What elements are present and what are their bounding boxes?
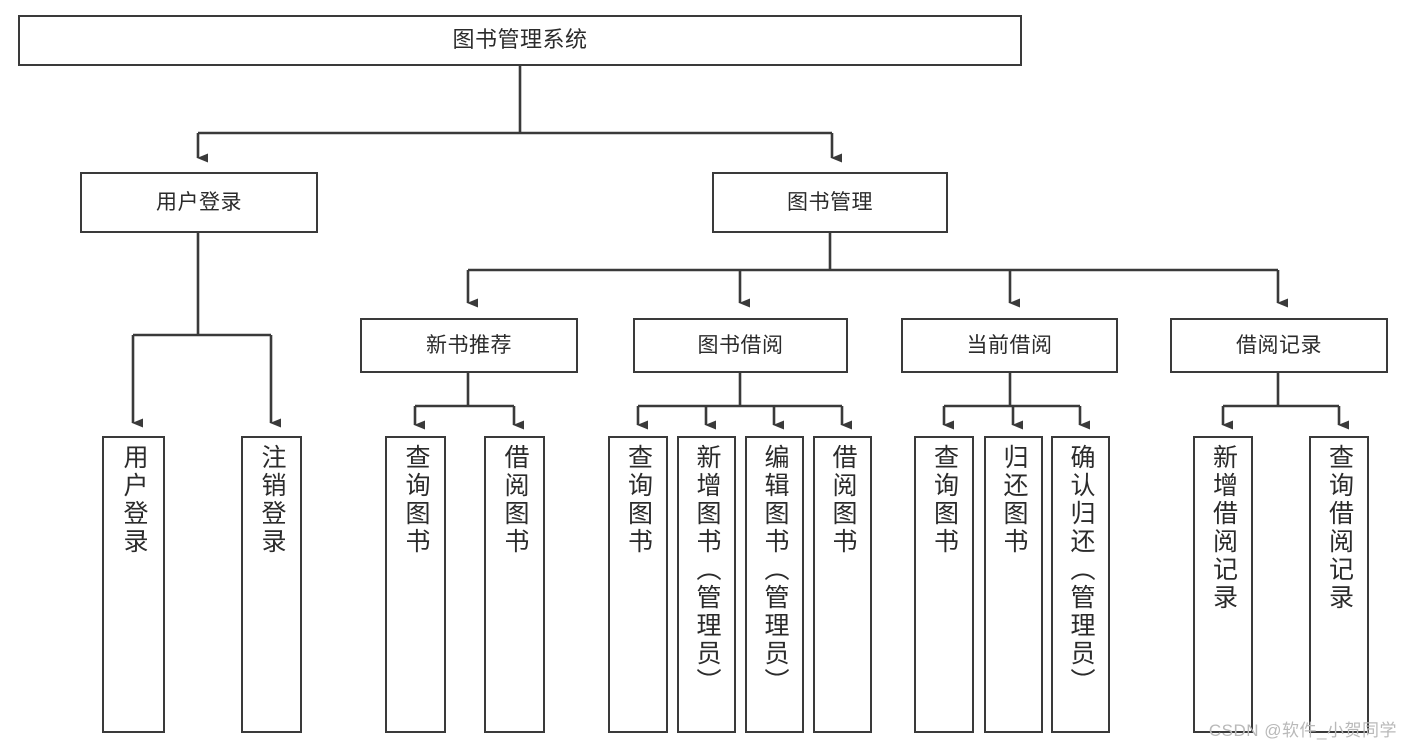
node-label: 查询图书 bbox=[624, 444, 653, 556]
node-label: 当前借阅 bbox=[966, 333, 1053, 357]
leaf-user-login[interactable]: 用户登录 bbox=[102, 436, 165, 733]
leaf-add-book[interactable]: 新增图书（管理员） bbox=[677, 436, 736, 733]
node-user-login[interactable]: 用户登录 bbox=[80, 172, 318, 233]
node-label: 新增图书（管理员） bbox=[693, 444, 721, 696]
node-label: 编辑图书（管理员） bbox=[761, 444, 789, 696]
node-label: 借阅图书 bbox=[501, 444, 529, 556]
node-label: 借阅图书 bbox=[829, 444, 857, 556]
node-book-borrow[interactable]: 图书借阅 bbox=[633, 318, 848, 373]
leaf-query-book-2[interactable]: 查询图书 bbox=[608, 436, 668, 733]
node-label: 查询借阅记录 bbox=[1325, 444, 1354, 612]
node-label: 新增借阅记录 bbox=[1209, 444, 1238, 612]
leaf-confirm-return[interactable]: 确认归还（管理员） bbox=[1051, 436, 1110, 733]
node-label: 用户登录 bbox=[120, 444, 148, 556]
leaf-return-book[interactable]: 归还图书 bbox=[984, 436, 1043, 733]
node-label: 用户登录 bbox=[156, 190, 242, 214]
node-root-system[interactable]: 图书管理系统 bbox=[18, 15, 1022, 66]
node-label: 新书推荐 bbox=[426, 333, 512, 357]
node-label: 图书管理 bbox=[787, 190, 873, 214]
node-label: 查询图书 bbox=[930, 444, 959, 556]
node-label: 查询图书 bbox=[402, 444, 430, 556]
leaf-query-record[interactable]: 查询借阅记录 bbox=[1309, 436, 1369, 733]
watermark-text: CSDN @软件_小贺同学 bbox=[1208, 721, 1397, 740]
leaf-user-logout[interactable]: 注销登录 bbox=[241, 436, 302, 733]
node-label: 图书管理系统 bbox=[452, 27, 588, 53]
node-current-borrow[interactable]: 当前借阅 bbox=[901, 318, 1118, 373]
node-label: 图书借阅 bbox=[697, 333, 784, 357]
node-borrow-record[interactable]: 借阅记录 bbox=[1170, 318, 1388, 373]
node-label: 归还图书 bbox=[1000, 444, 1028, 556]
leaf-add-record[interactable]: 新增借阅记录 bbox=[1193, 436, 1253, 733]
leaf-borrow-book-1[interactable]: 借阅图书 bbox=[484, 436, 545, 733]
leaf-edit-book[interactable]: 编辑图书（管理员） bbox=[745, 436, 804, 733]
node-label: 注销登录 bbox=[258, 444, 286, 556]
node-new-book-recommend[interactable]: 新书推荐 bbox=[360, 318, 578, 373]
leaf-query-book-3[interactable]: 查询图书 bbox=[914, 436, 974, 733]
leaf-borrow-book-2[interactable]: 借阅图书 bbox=[813, 436, 872, 733]
node-label: 借阅记录 bbox=[1236, 333, 1322, 357]
node-book-manage[interactable]: 图书管理 bbox=[712, 172, 948, 233]
leaf-query-book-1[interactable]: 查询图书 bbox=[385, 436, 446, 733]
node-label: 确认归还（管理员） bbox=[1067, 444, 1095, 696]
